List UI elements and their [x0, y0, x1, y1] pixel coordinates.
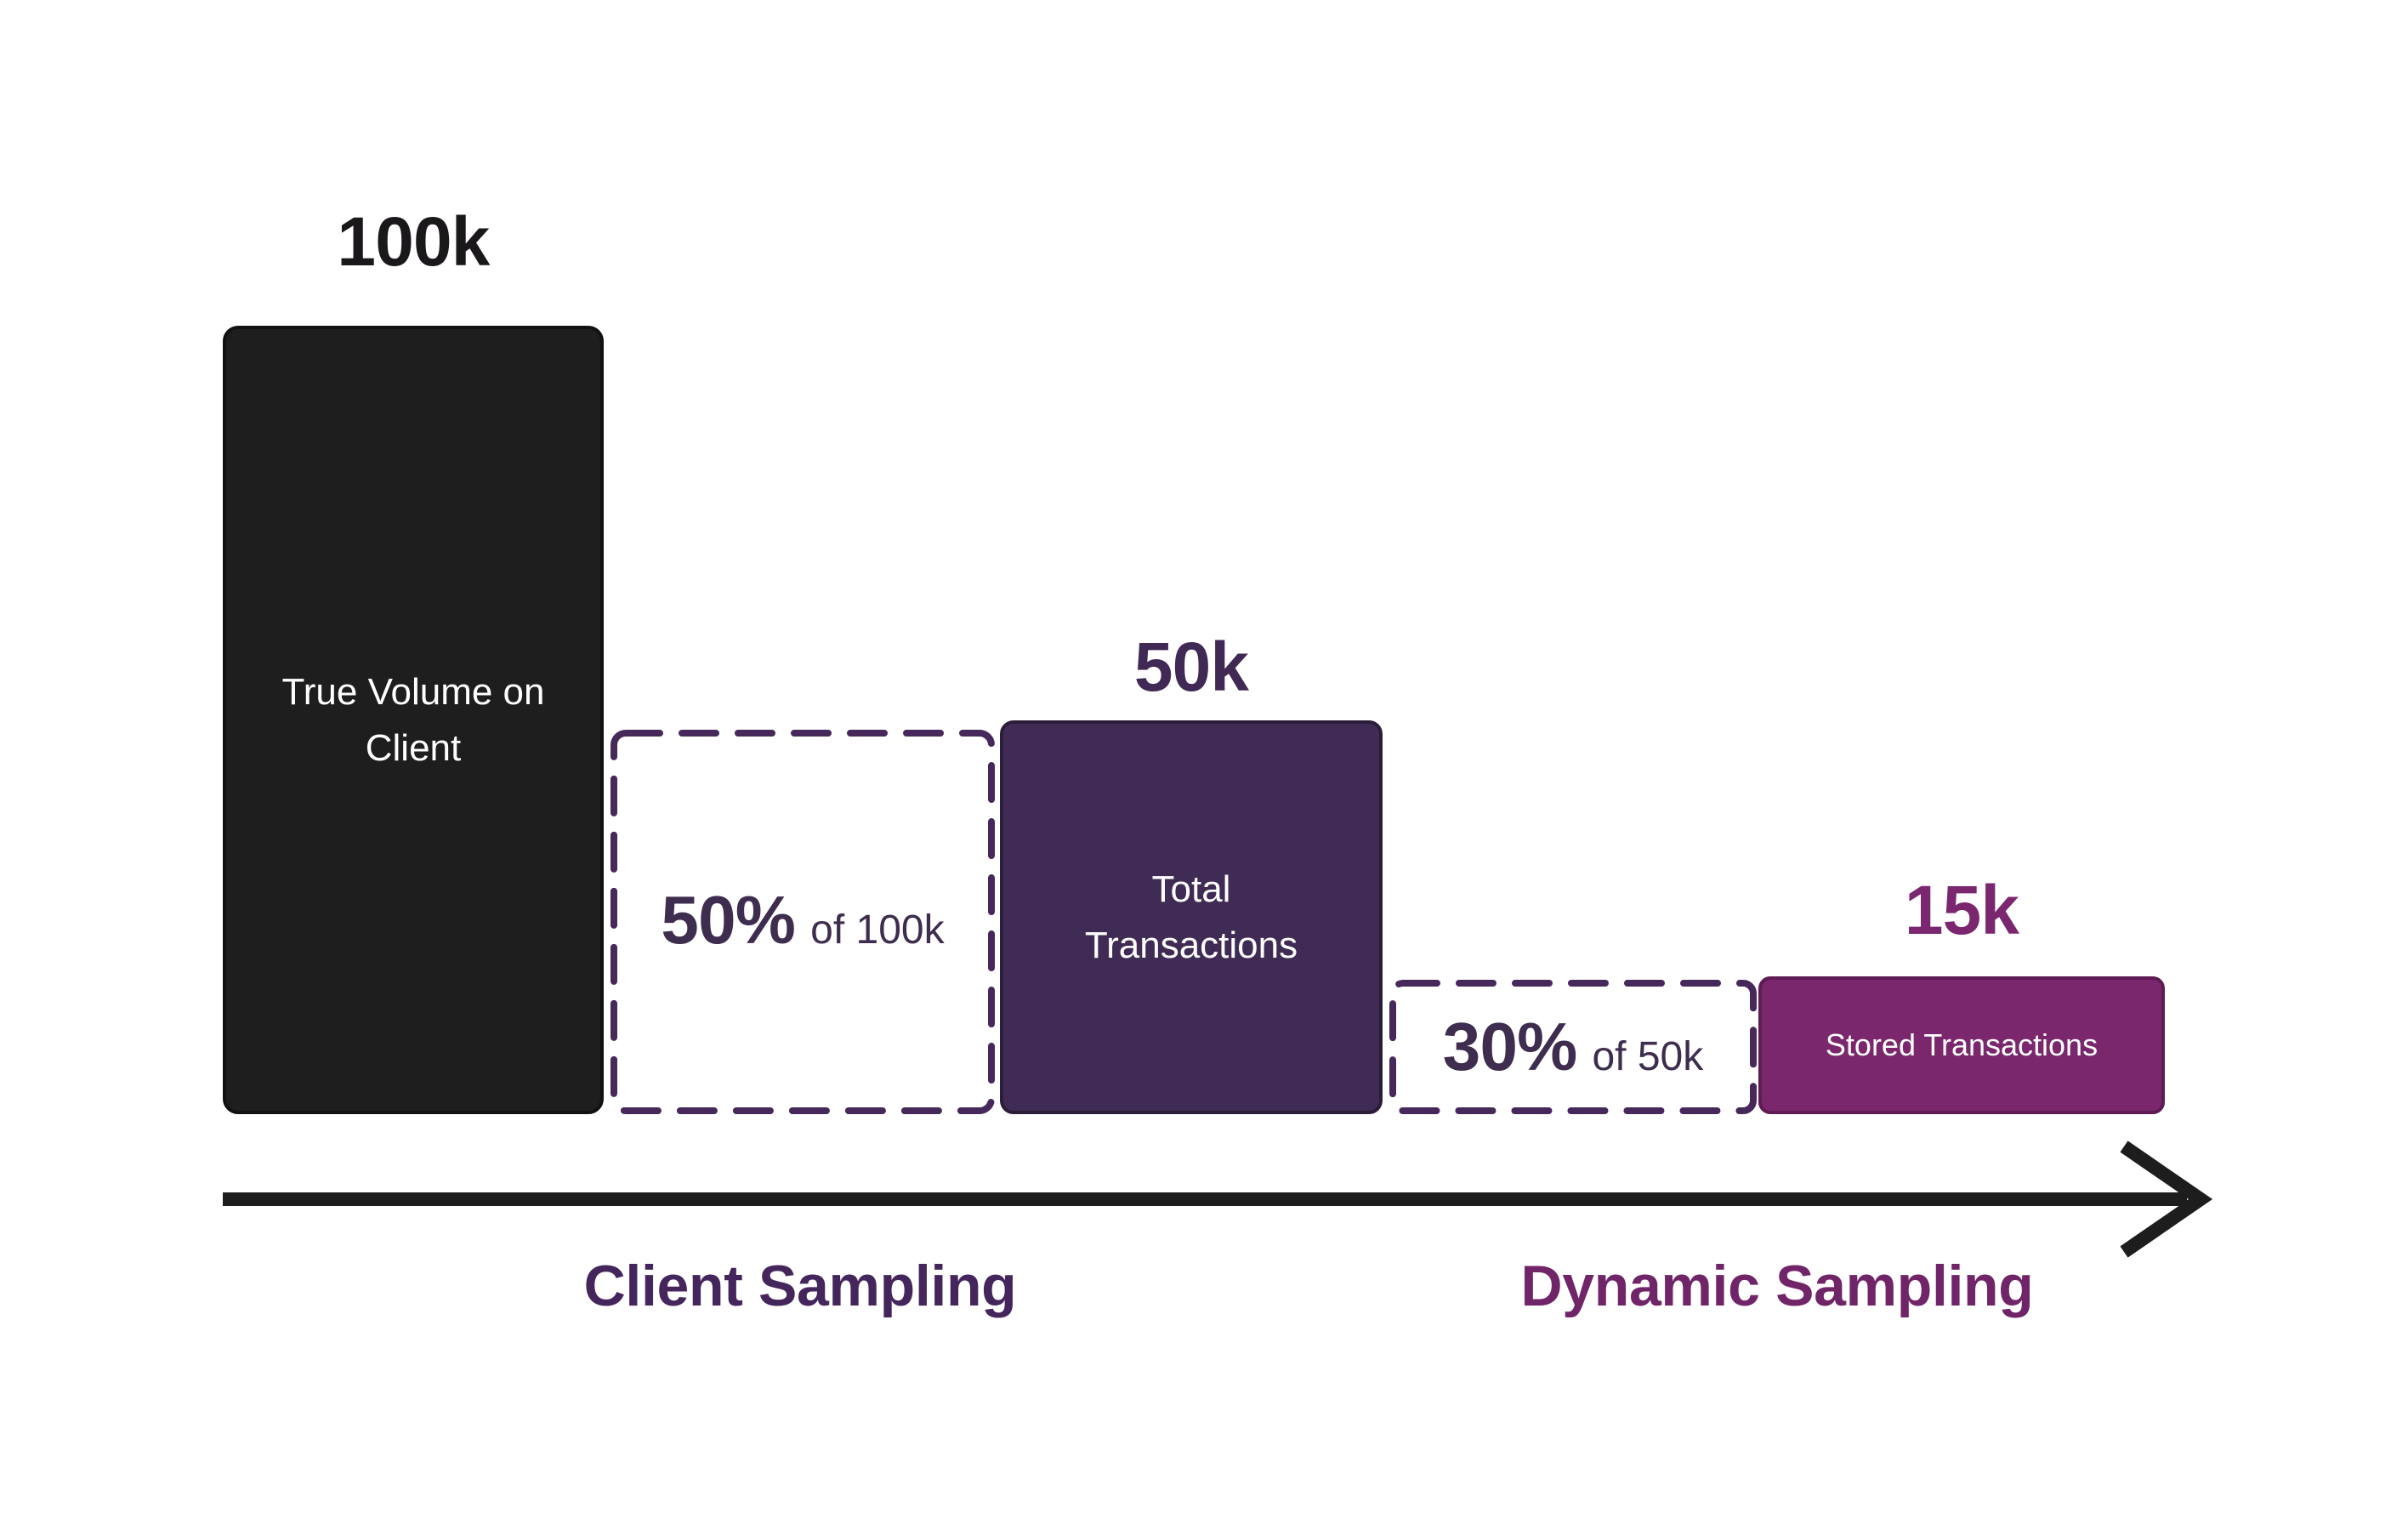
timeline-arrow-head — [2120, 1141, 2213, 1258]
dynamic-sampling-caption: Dynamic Sampling — [1479, 1243, 2075, 1328]
stored-transactions-value-label: 15k — [1758, 866, 2165, 951]
total-transactions-value-label: 50k — [1000, 623, 1383, 708]
dynamic-sample-rate-inner: 30% of 50k — [1443, 1008, 1703, 1086]
total-transactions-bar-label: Total Transactions — [1084, 868, 1298, 966]
true-volume-value-label: 100k — [223, 197, 604, 282]
client-sample-rate-of: of 100k — [810, 907, 945, 953]
dynamic-sampling-caption-text: Dynamic Sampling — [1520, 1254, 2034, 1318]
client-sampling-caption: Client Sampling — [503, 1243, 1098, 1328]
total-transactions-bar: Total Transactions — [1000, 720, 1383, 1114]
client-sampling-caption-text: Client Sampling — [583, 1254, 1017, 1318]
stored-transactions-bar: Stored Transactions — [1758, 976, 2165, 1114]
value-15k-text: 15k — [1904, 872, 2019, 949]
stored-transactions-bar-label: Stored Transactions — [1825, 1027, 2098, 1062]
client-sample-rate-dashed-box — [611, 730, 995, 1114]
client-sample-rate-inner: 50% of 100k — [661, 881, 944, 959]
client-sample-rate-text: 50% of 100k — [611, 730, 995, 1111]
dynamic-sample-rate-text: 30% of 50k — [1389, 980, 1757, 1114]
dynamic-sample-rate-dashed-box — [1389, 980, 1757, 1114]
value-50k-text: 50k — [1133, 629, 1249, 706]
client-sample-rate-percent: 50% — [661, 882, 796, 958]
value-100k-text: 100k — [337, 203, 490, 281]
true-volume-bar: True Volume on Client — [223, 326, 604, 1114]
true-volume-bar-label: True Volume on Client — [281, 670, 545, 769]
dynamic-sample-rate-of: of 50k — [1592, 1034, 1704, 1079]
dynamic-sample-rate-percent: 30% — [1442, 1009, 1578, 1084]
